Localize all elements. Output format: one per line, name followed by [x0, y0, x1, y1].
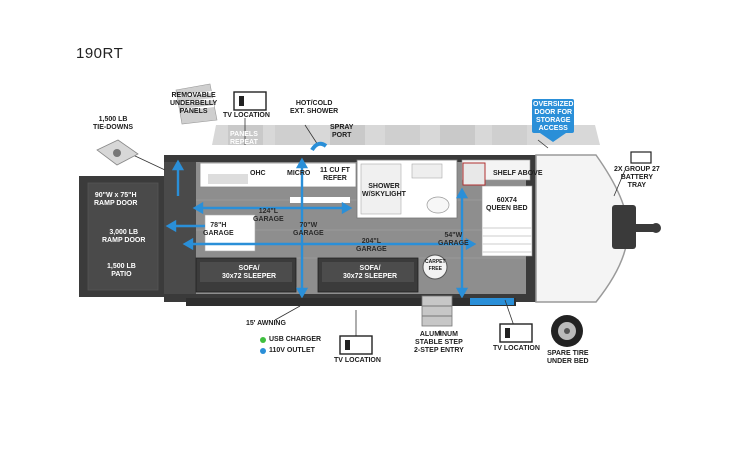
patio-label: 1,500 LB PATIO [107, 263, 136, 278]
underbelly-panel-strip [212, 125, 600, 145]
spare-tire-label: SPARE TIRE UNDER BED [547, 350, 589, 365]
tv-location-right-label: TV LOCATION [493, 345, 540, 352]
garage-124-label: 124"L GARAGE [253, 208, 284, 223]
leader-lines [132, 118, 626, 336]
underbelly-panel-icon [175, 83, 218, 125]
aluminum-step-label: ALUMINUM STABLE STEP 2-STEP ENTRY [414, 331, 464, 354]
kitchen-counter [199, 162, 357, 203]
battery-icon [630, 151, 652, 164]
sofa-left-shape [195, 257, 297, 293]
carpet-free-badge [422, 254, 448, 280]
usb-charger-label: USB CHARGER [269, 336, 322, 343]
tv-location-bottom-label: TV LOCATION [334, 357, 381, 364]
micro-label: MICRO [287, 170, 311, 177]
ramp-door-size-label: 90"W x 75"H RAMP DOOR [94, 192, 138, 207]
tie-downs-label: 1,500 LB TIE-DOWNS [93, 116, 134, 131]
carpet-free-label: CARPET FREE [425, 259, 446, 272]
ramp-door-weight-label: 3,000 LB RAMP DOOR [102, 229, 146, 244]
ramp-door [79, 176, 165, 297]
bathroom [356, 159, 458, 219]
sofa-left-label: SOFA/ 30x72 SLEEPER [222, 265, 277, 280]
tie-down-icon [96, 139, 139, 166]
outlet-110v-label: 110V OUTLET [269, 347, 315, 354]
tv-icon [499, 323, 533, 343]
battery-tray [612, 205, 661, 249]
dimension-lines [165, 157, 477, 299]
model-name: 190RT [76, 45, 124, 62]
outlet-dot [260, 348, 266, 354]
shower-skylight-label: SHOWER W/SKYLIGHT [362, 183, 406, 198]
oversized-door-label: OVERSIZED DOOR FOR STORAGE ACCESS [533, 101, 574, 132]
garage-54-label: 54"W GARAGE [438, 232, 469, 247]
panels-repeat-label: PANELS REPEAT [230, 131, 258, 146]
garage-204-label: 204"L GARAGE [356, 238, 387, 253]
tv-icon [339, 335, 373, 355]
garage-70-label: 70"W GARAGE [293, 222, 324, 237]
tire-icon [551, 315, 583, 347]
entry-step [421, 295, 453, 327]
queen-bed-label: 60X74 QUEEN BED [486, 197, 528, 212]
garage-78-label: 78"H GARAGE [203, 222, 234, 237]
tv-location-top-label: TV LOCATION [223, 112, 270, 119]
removable-underbelly-label: REMOVABLE UNDERBELLY PANELS [170, 92, 218, 115]
oversized-door-callout [532, 99, 574, 142]
awning-strip [186, 298, 516, 306]
sofa-right-shape [317, 257, 419, 293]
sofa-right-label: SOFA/ 30x72 SLEEPER [343, 265, 398, 280]
awning-label: 15' AWNING [246, 320, 286, 327]
usb-dot [260, 337, 266, 343]
shower-head-icon [310, 141, 328, 152]
spray-port-label: SPRAY PORT [330, 124, 354, 139]
shelf-above-label: SHELF ABOVE [493, 170, 543, 177]
ext-shower-label: HOT/COLD EXT. SHOWER [290, 100, 339, 115]
refer-label: 11 CU FT REFER [320, 167, 350, 182]
ohc-label: OHC [250, 170, 266, 177]
tv-icon [233, 91, 267, 111]
bedroom [461, 159, 533, 257]
battery-tray-label: 2X GROUP 27 BATTERY TRAY [614, 166, 660, 189]
